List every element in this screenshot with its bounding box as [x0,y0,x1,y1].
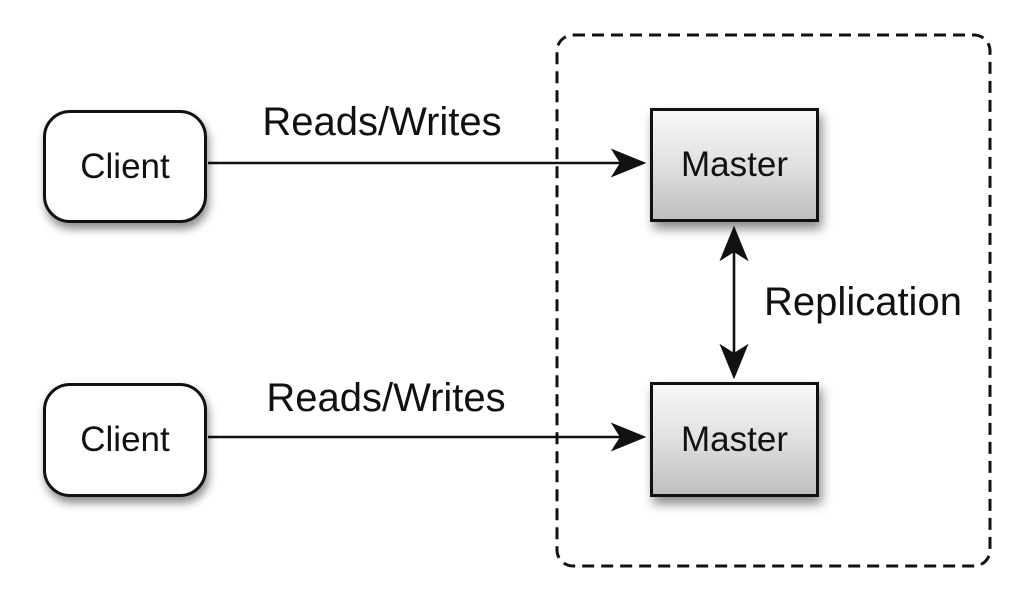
arrowhead-down-icon [719,343,749,380]
edge-label-replication: Replication [764,280,962,324]
arrowhead-right-bottom-icon [610,422,647,452]
node-master-top: Master [650,108,819,222]
edge-label-reads-writes-bottom: Reads/Writes [266,376,506,420]
arrowhead-right-top-icon [610,148,647,178]
node-client-bottom: Client [43,383,207,497]
node-master-bottom: Master [650,382,819,497]
node-master-bottom-label: Master [681,419,788,459]
node-master-top-label: Master [681,145,788,184]
node-client-bottom-label: Client [80,420,170,459]
replication-group-boundary [555,33,992,568]
edge-label-reads-writes-top: Reads/Writes [262,100,502,144]
arrowhead-up-icon [719,225,749,262]
node-client-top-label: Client [80,146,170,186]
node-client-top: Client [43,110,207,223]
